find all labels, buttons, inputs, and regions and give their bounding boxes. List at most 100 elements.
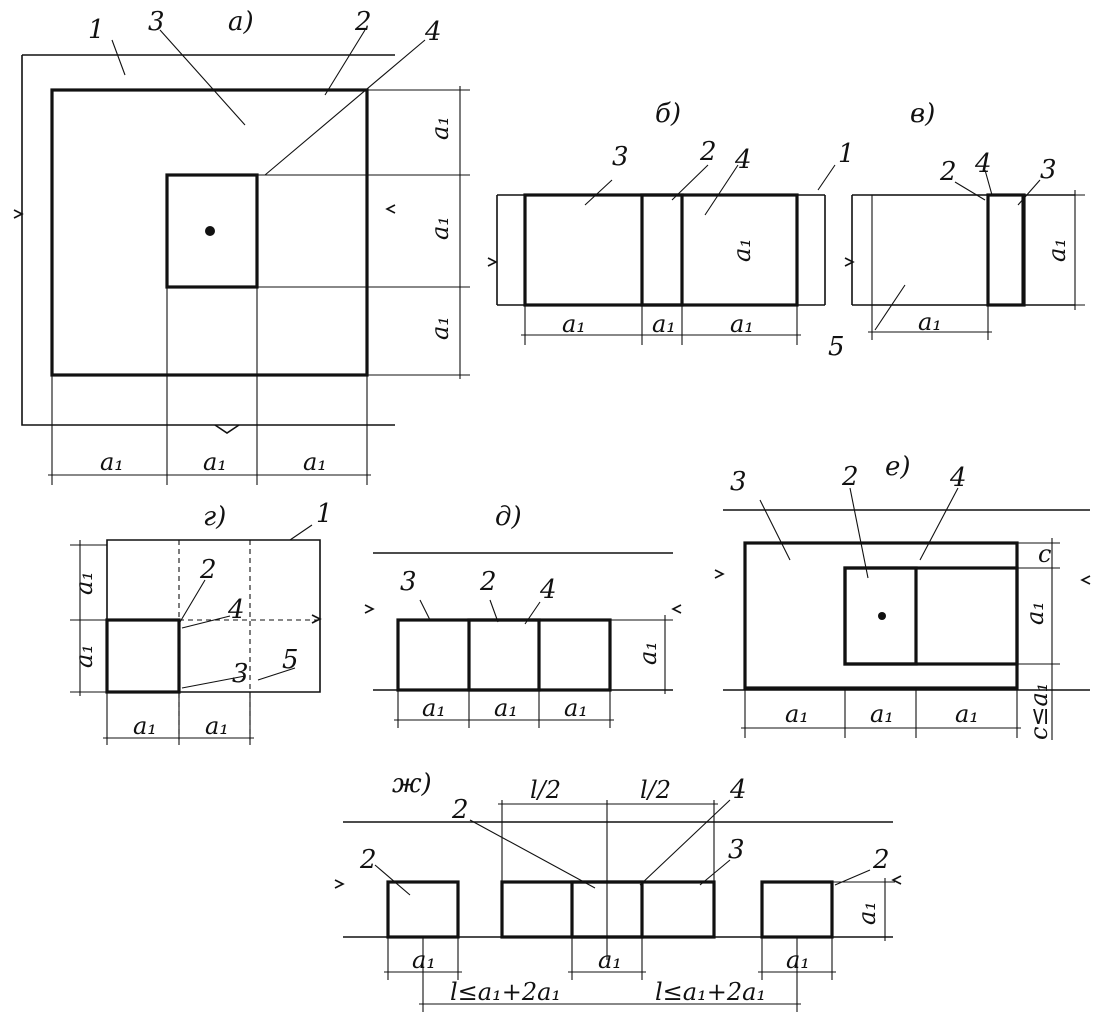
label-4: 4	[729, 775, 747, 805]
slab-outline	[343, 821, 893, 938]
central-loaded-area	[500, 880, 716, 939]
load-point	[878, 612, 886, 620]
break-mark	[311, 614, 322, 624]
label-leaders	[111, 29, 426, 176]
side-dim-lines	[1024, 190, 1085, 310]
dim-span-1: l≤a₁+2a₁	[450, 978, 561, 1006]
label-3: 3	[1040, 155, 1057, 185]
dim-bottom-3: a₁	[730, 310, 754, 338]
break-mark	[844, 257, 855, 267]
dim-bottom-2: a₁	[870, 700, 894, 728]
dim-side-2: a₁	[70, 644, 98, 668]
bottom-dim-lines	[868, 305, 992, 340]
break-mark	[385, 204, 396, 214]
dim-bottom-2: a₁	[203, 448, 227, 476]
bottom-dim-lines	[48, 375, 371, 485]
caption-zh: ж)	[392, 769, 432, 799]
dim-side-1: a₁	[70, 571, 98, 595]
bearing-area	[165, 173, 259, 289]
figure-e: е) 3 2 4 a₁ a₁ a₁ c a₁ c≤a₁	[714, 452, 1091, 740]
loaded-area	[50, 88, 369, 377]
caption-v: в)	[910, 99, 935, 129]
label-3: 3	[232, 659, 249, 689]
bottom-dim-lines	[394, 690, 614, 728]
grid-lines	[166, 174, 367, 375]
loaded-area	[523, 193, 799, 307]
label-3: 3	[148, 7, 165, 37]
label-5: 5	[282, 645, 299, 675]
break-mark	[13, 209, 24, 219]
dim-bottom-1: a₁	[785, 700, 809, 728]
dim-bottom-2: a₁	[598, 946, 622, 974]
span-dim-lines	[419, 937, 801, 1012]
bearing-area	[986, 193, 1026, 307]
label-2: 2	[479, 567, 497, 597]
label-leaders	[759, 487, 959, 579]
label-2-center: 2	[451, 795, 469, 825]
label-1: 1	[88, 15, 105, 45]
label-4: 4	[974, 149, 992, 179]
slab-outline	[496, 194, 826, 306]
dim-side-a: a₁	[1021, 601, 1049, 625]
label-2: 2	[354, 7, 372, 37]
bottom-dim-lines	[741, 688, 1021, 738]
caption-d: д)	[495, 502, 522, 532]
caption-g: г)	[203, 502, 226, 532]
break-mark	[487, 257, 498, 267]
dim-top-2: l/2	[640, 776, 671, 804]
label-2: 2	[199, 555, 217, 585]
dim-side-2: a₁	[426, 216, 454, 240]
side-dim-lines	[1017, 538, 1060, 740]
loaded-area	[396, 618, 612, 692]
label-leaders	[179, 524, 313, 689]
inner-loaded-area	[843, 566, 1019, 666]
dim-top-1: l/2	[530, 776, 561, 804]
label-4: 4	[227, 595, 245, 625]
dim-side-3: a₁	[426, 316, 454, 340]
load-point	[205, 226, 215, 236]
dim-side: a₁	[634, 641, 662, 665]
label-leaders	[584, 164, 836, 216]
dim-bottom-3: a₁	[786, 946, 810, 974]
caption-a: а)	[228, 7, 254, 37]
caption-b: б)	[655, 99, 681, 129]
label-4: 4	[949, 463, 967, 493]
break-mark	[334, 875, 902, 889]
dim-side-c: c	[1038, 540, 1051, 568]
side-dim-lines	[610, 615, 673, 694]
dim-side-1: a₁	[426, 116, 454, 140]
break-mark	[214, 424, 240, 434]
label-4: 4	[734, 145, 752, 175]
label-4: 4	[424, 17, 442, 47]
dim-span-2: l≤a₁+2a₁	[655, 978, 766, 1006]
dim-side: a₁	[728, 238, 756, 262]
dim-side: a₁	[853, 901, 881, 925]
dim-bottom-2: a₁	[494, 694, 518, 722]
figure-v: в) 2 4 3 5 a₁ a₁	[828, 99, 1085, 362]
label-1: 1	[316, 499, 333, 529]
dim-bottom: a₁	[918, 308, 942, 336]
label-leaders	[874, 169, 1041, 331]
figure-b: б) 3 2 4 1 a₁ a₁ a₁ a₁	[487, 99, 855, 345]
dim-note: c≤a₁	[1025, 683, 1053, 740]
top-dim-lines	[498, 800, 718, 960]
figure-g: г) 2 4 3 5 1 a₁ a₁ a₁ a₁	[70, 499, 333, 745]
break-mark	[364, 604, 682, 614]
left-bearing-block	[386, 880, 460, 939]
label-2-right: 2	[872, 845, 890, 875]
dim-bottom-1: a₁	[562, 310, 586, 338]
label-5: 5	[828, 332, 845, 362]
slab-outline	[851, 194, 1075, 306]
slab-edge-area	[871, 194, 1023, 306]
dim-bottom-2: a₁	[652, 310, 676, 338]
figure-zh: ж) l/2 l/2 2 2 4 3 2 a₁ a₁ a₁ l≤a₁+2a₁ l…	[334, 769, 902, 1012]
bearing-area	[467, 618, 541, 692]
bearing-area	[105, 618, 181, 694]
right-bearing-block	[760, 880, 834, 939]
label-2: 2	[841, 462, 859, 492]
label-2: 2	[939, 157, 957, 187]
label-1: 1	[838, 139, 855, 169]
dim-bottom-1: a₁	[133, 712, 157, 740]
label-2-left: 2	[359, 845, 377, 875]
